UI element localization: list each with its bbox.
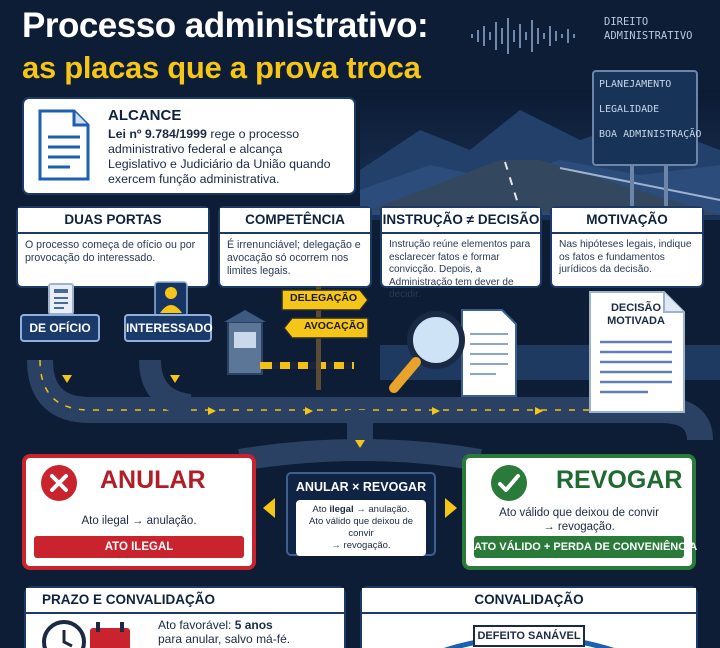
alcance-heading: ALCANCE <box>108 107 182 124</box>
comparison-box: ANULAR × REVOGAR Ato ilegal → anulação. … <box>286 472 436 556</box>
anular-bar: ATO ILEGAL <box>34 536 244 558</box>
panel-heading: COMPETÊNCIA <box>220 208 370 234</box>
comparison-line-1-bold: ilegal <box>329 504 354 515</box>
comparison-line-2: Ato válido que deixou de convir <box>308 516 414 539</box>
road-sign-item: PLANEJAMENTO <box>599 79 672 90</box>
comparison-line-1-pre: Ato <box>312 504 330 515</box>
option-interessado: INTERESSADO <box>124 314 213 342</box>
prazo-panel: PRAZO E CONVALIDAÇÃO Ato favorável: 5 an… <box>24 586 346 648</box>
category-tag-line-2: ADMINISTRATIVO <box>604 30 693 42</box>
form-icon <box>48 283 74 315</box>
option-de-oficio: DE OFÍCIO <box>20 314 100 342</box>
page-subtitle: as placas que a prova troca <box>22 50 421 85</box>
panel-heading: DUAS PORTAS <box>18 208 208 234</box>
panel-heading: INSTRUÇÃO ≠ DECISÃO <box>382 208 540 234</box>
panel-text: É irrenunciável; delegação e avocação só… <box>227 239 361 277</box>
comparison-body: Ato ilegal → anulação. Ato válido que de… <box>296 500 426 556</box>
panel-instrucao: INSTRUÇÃO ≠ DECISÃO Instrução reúne elem… <box>380 206 542 300</box>
road-sign-item: BOA ADMINISTRAÇÃO <box>599 129 702 140</box>
prazo-text: Ato favorável: 5 anos para anular, salvo… <box>158 618 290 646</box>
sign-avocacao: AVOCAÇÃO <box>304 320 365 332</box>
alcance-description: rege o processo administrativo federal e… <box>108 127 331 186</box>
alcance-law: Lei nº 9.784/1999 <box>108 127 207 141</box>
decision-document-icon <box>589 291 685 413</box>
prazo-line-1-bold: 5 anos <box>234 618 273 632</box>
comparison-line-1: Ato ilegal → anulação. <box>300 504 422 516</box>
anular-card: ANULAR Ato ilegal → anulação. ATO ILEGAL <box>22 454 256 570</box>
anular-heading: ANULAR <box>100 466 206 494</box>
document-title-line-2: MOTIVADA <box>607 315 665 327</box>
x-icon <box>41 465 77 501</box>
prazo-heading: PRAZO E CONVALIDAÇÃO <box>26 588 344 614</box>
convalidacao-badge: DEFEITO SANÁVEL <box>477 630 581 642</box>
category-tag: DIREITO ADMINISTRATIVO <box>604 15 693 43</box>
prazo-line-2: para anular, salvo má-fé. <box>158 632 291 646</box>
sign-delegacao: DELEGAÇÃO <box>290 292 358 304</box>
magnifier-document-icon <box>389 309 517 397</box>
panel-text: O processo começa de ofício ou por provo… <box>25 239 196 264</box>
gate-and-signpost <box>224 286 369 390</box>
clock-calendar-icon <box>42 620 130 648</box>
prazo-line-1-pre: Ato favorável: <box>158 618 235 632</box>
revogar-card: REVOGAR Ato válido que deixou de convir … <box>462 454 697 570</box>
soundwave-decoration <box>471 18 575 54</box>
panel-competencia: COMPETÊNCIA É irrenunciável; delegação e… <box>218 206 372 288</box>
prazo-line-1: Ato favorável: 5 anos <box>158 618 290 632</box>
panel-text: Instrução reúne elementos para esclarece… <box>389 239 531 300</box>
document-title: DECISÃO MOTIVADA <box>594 302 678 328</box>
comparison-line-1-post: → anulação. <box>353 504 410 515</box>
document-title-line-1: DECISÃO <box>610 302 662 314</box>
revogar-text: Ato válido que deixou de convir → revoga… <box>466 502 692 534</box>
road-sign: PLANEJAMENTO LEGALIDADE BOA ADMINISTRAÇÃ… <box>592 70 702 166</box>
road-sign-posts <box>630 166 668 206</box>
revogar-text-line-1: Ato válido que deixou de convir <box>499 507 659 519</box>
person-icon <box>154 281 188 317</box>
convalidacao-heading: CONVALIDAÇÃO <box>362 588 696 614</box>
panel-heading: MOTIVAÇÃO <box>552 208 702 234</box>
category-tag-line-1: DIREITO <box>604 16 649 28</box>
comparison-line-3: → revogação. <box>331 540 391 551</box>
convalidacao-panel: CONVALIDAÇÃO DEFEITO SANÁVEL <box>360 586 698 648</box>
check-icon <box>491 465 527 501</box>
document-icon <box>38 109 90 181</box>
panel-duas-portas: DUAS PORTAS O processo começa de ofício … <box>16 206 210 288</box>
comparison-heading: ANULAR × REVOGAR <box>295 480 427 494</box>
revogar-heading: REVOGAR <box>556 466 683 494</box>
revogar-bar: ATO VÁLIDO + PERDA DE CONVENIÊNCIA <box>474 536 697 558</box>
panel-motivacao: MOTIVAÇÃO Nas hipóteses legais, indique … <box>550 206 704 288</box>
road-sign-item: LEGALIDADE <box>599 104 660 115</box>
panel-text: Nas hipóteses legais, indique os fatos e… <box>559 239 692 275</box>
revogar-text-line-2: → revogação. <box>543 521 615 533</box>
anular-text: Ato ilegal → anulação. <box>81 515 197 527</box>
alcance-card: ALCANCE Lei nº 9.784/1999 rege o process… <box>22 97 356 195</box>
page-title: Processo administrativo: <box>22 6 429 45</box>
alcance-text: Lei nº 9.784/1999 rege o processo admini… <box>108 127 344 187</box>
